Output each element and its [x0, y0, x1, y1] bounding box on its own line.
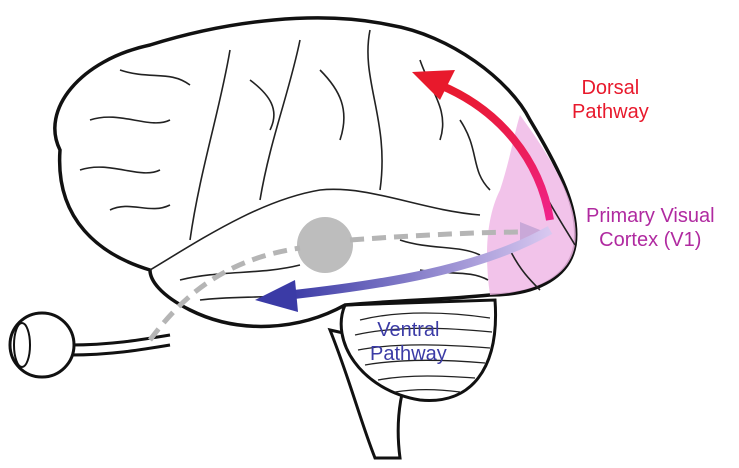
retino-cortical-dashed-path — [148, 229, 531, 342]
optic-nerve — [69, 333, 171, 347]
cerebellum — [339, 298, 498, 402]
dorsal-label-line1: Dorsal — [581, 77, 640, 99]
dorsal-pathway-label: Dorsal Pathway — [572, 76, 649, 124]
ventral-arrowhead — [255, 280, 298, 312]
lgn-circle — [297, 217, 353, 273]
cerebellum-folia — [354, 312, 493, 393]
ventral-label-line1: Ventral — [377, 319, 440, 341]
ventral-arrow — [289, 226, 553, 300]
v1-label-line1: Primary Visual — [586, 205, 715, 227]
v1-label: Primary Visual Cortex (V1) — [586, 204, 715, 252]
dorsal-label-line2: Pathway — [572, 101, 649, 123]
v1-label-line2: Cortex (V1) — [599, 229, 702, 251]
dashed-path-arrowhead — [520, 222, 545, 242]
dorsal-arrow — [438, 81, 554, 221]
dorsal-arrowhead — [412, 70, 455, 100]
eye-lens — [13, 322, 31, 368]
eye — [8, 311, 76, 379]
ventral-label-line2: Pathway — [370, 343, 447, 365]
ventral-pathway-label: Ventral Pathway — [370, 318, 447, 366]
optic-nerve-lower-edge — [69, 343, 171, 357]
